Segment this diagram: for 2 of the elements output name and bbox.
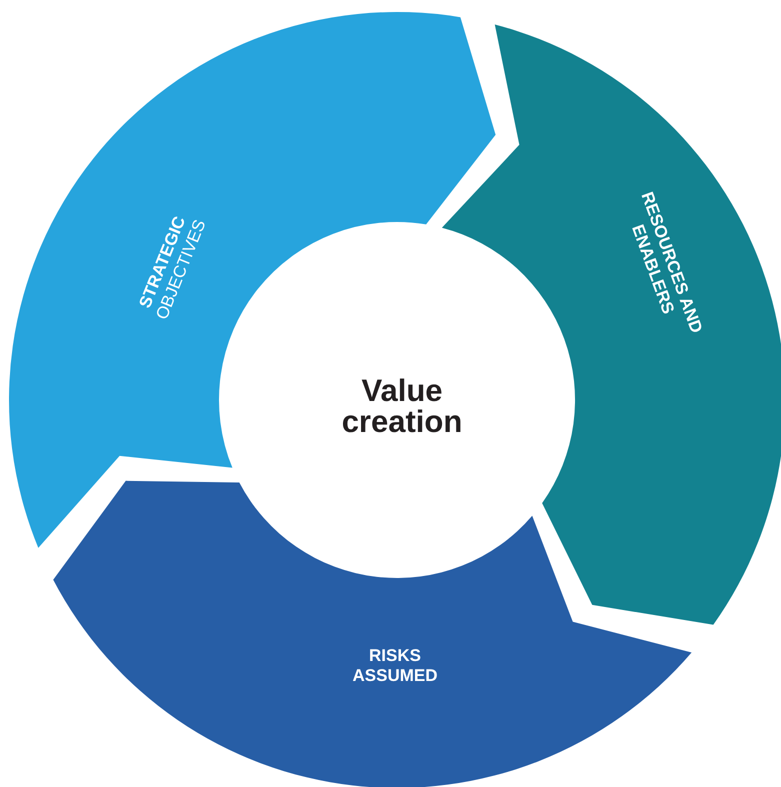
segment-label: RISKS ASSUMED xyxy=(351,646,438,686)
center-title: Value creation xyxy=(340,375,464,437)
